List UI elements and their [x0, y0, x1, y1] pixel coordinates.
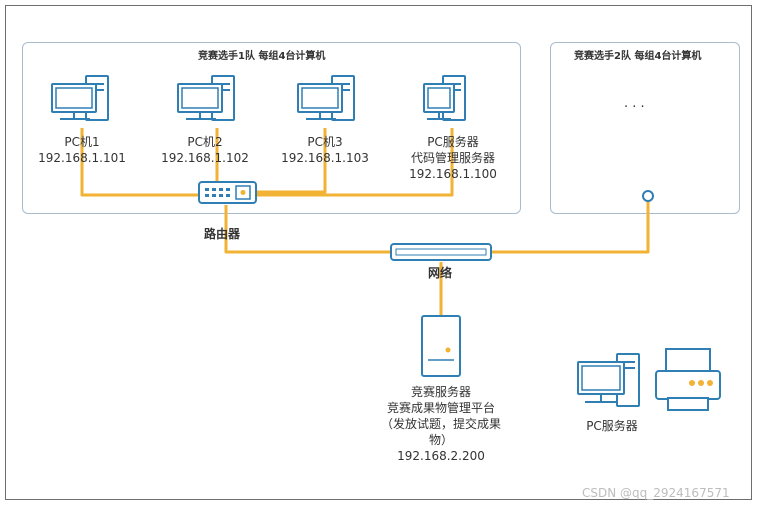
pc1-name: PC机1: [64, 135, 100, 149]
pc1-ip: 192.168.1.101: [38, 151, 126, 165]
pc1-label: PC机1 192.168.1.101: [32, 134, 132, 166]
watermark: CSDN @qq_2924167571: [582, 486, 730, 500]
competition-server-line1: 竞赛服务器: [410, 385, 471, 399]
router-label: 路由器: [204, 227, 241, 241]
pc2-ip: 192.168.1.102: [161, 151, 249, 165]
team2-title: 竞赛选手2队 每组4台计算机: [574, 51, 702, 62]
router-icon: [198, 181, 257, 204]
team2-box: [550, 42, 740, 214]
link-network-team2: [490, 200, 650, 254]
competition-server-line4: 物）: [428, 433, 453, 447]
pc3-label: PC机3 192.168.1.103: [275, 134, 375, 166]
pc-server-role: 代码管理服务器: [410, 151, 495, 165]
pc-server-name: PC服务器: [427, 135, 479, 149]
team2-connector-icon: [642, 190, 654, 202]
link-pcserver-router: [255, 128, 454, 197]
diagram-frame: [5, 5, 752, 500]
pc1-computer-icon: [51, 75, 109, 121]
competition-server-line2: 竞赛成果物管理平台: [386, 401, 495, 415]
pc3-ip: 192.168.1.103: [281, 151, 369, 165]
competition-server-label: 竞赛服务器 竞赛成果物管理平台 （发放试题，提交成果 物） 192.168.2.…: [370, 384, 512, 464]
pc-server-label: PC服务器 代码管理服务器 192.168.1.100: [398, 134, 508, 182]
team1-box: [22, 42, 521, 214]
link-router-network: [224, 205, 392, 254]
pc3-computer-icon: [297, 75, 355, 121]
pc2-label: PC机2 192.168.1.102: [155, 134, 255, 166]
pc-server-ip: 192.168.1.100: [409, 167, 497, 181]
standalone-pc-label: PC服务器: [586, 419, 638, 433]
link-pc3-router: [255, 128, 327, 194]
network-label: 网络: [428, 266, 453, 280]
team2-ellipsis: · · ·: [624, 100, 645, 115]
pc2-computer-icon: [177, 75, 235, 121]
team1-title: 竞赛选手1队 每组4台计算机: [198, 51, 326, 62]
pc2-name: PC机2: [187, 135, 223, 149]
pc3-name: PC机3: [307, 135, 343, 149]
competition-server-line3: （发放试题，提交成果: [380, 417, 501, 431]
competition-server-icon: [421, 315, 461, 377]
standalone-pc-icon: [577, 353, 640, 407]
printer-icon: [655, 348, 721, 411]
pc-server-computer-icon: [423, 75, 466, 121]
network-hub-icon: [390, 243, 492, 261]
competition-server-ip: 192.168.2.200: [397, 449, 485, 463]
link-pc1-router: [80, 128, 200, 197]
